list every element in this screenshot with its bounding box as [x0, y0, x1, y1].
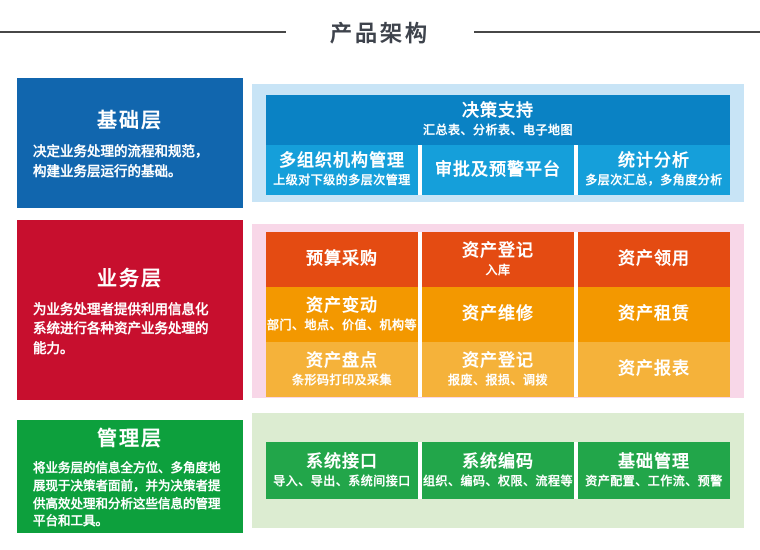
module-label: 预算采购 — [306, 249, 378, 269]
management-layer-title: 管理层 — [97, 428, 163, 450]
module-sublabel: 导入、导出、系统间接口 — [273, 473, 411, 488]
foundation-row: 多组织机构管理 上级对下级的多层次管理 审批及预警平台 统计分析 多层次汇总，多… — [266, 145, 730, 195]
module-label: 统计分析 — [618, 151, 690, 170]
module-label: 资产租赁 — [618, 304, 690, 324]
module-label: 基础管理 — [618, 451, 690, 471]
module-asset-requisition: 资产领用 — [578, 232, 730, 287]
page-title: 产品架构 — [330, 21, 431, 46]
module-label: 资产领用 — [618, 249, 690, 269]
module-label: 资产登记 — [462, 240, 534, 260]
module-sublabel: 条形码打印及采集 — [291, 372, 392, 387]
module-label: 资产登记 — [462, 350, 534, 370]
management-layer-box: 管理层 将业务层的信息全方位、多角度地 展现于决策者面前，并为决策者提 供高效处… — [17, 420, 243, 533]
management-panel: 系统接口 导入、导出、系统间接口 系统编码 组织、编码、权限、流程等 基础管理 … — [252, 413, 744, 528]
module-sublabel: 多层次汇总，多角度分析 — [585, 173, 723, 188]
module-label: 多组织机构管理 — [279, 151, 405, 170]
module-label: 资产变动 — [306, 295, 378, 315]
business-row-1: 预算采购 资产登记 入库 资产领用 — [266, 232, 730, 287]
header: 产品架构 — [0, 18, 760, 46]
foundation-grid: 决策支持 汇总表、分析表、电子地图 多组织机构管理 上级对下级的多层次管理 审批… — [266, 95, 730, 195]
module-asset-inventory: 资产盘点 条形码打印及采集 — [266, 342, 418, 397]
module-asset-registration-inbound: 资产登记 入库 — [422, 232, 574, 287]
business-row-3: 资产盘点 条形码打印及采集 资产登记 报废、报损、调拨 资产报表 — [266, 342, 730, 397]
business-layer-box: 业务层 为业务处理者提供利用信息化 系统进行各种资产业务处理的 能力。 — [17, 220, 243, 400]
module-label: 系统编码 — [462, 451, 534, 471]
module-sublabel: 资产配置、工作流、预警 — [585, 473, 723, 488]
header-rule-left — [0, 31, 286, 33]
module-label: 资产报表 — [618, 359, 690, 379]
module-approval-warning-platform: 审批及预警平台 — [422, 145, 574, 195]
business-row-2: 资产变动 部门、地点、价值、机构等 资产维修 资产租赁 — [266, 287, 730, 342]
module-sublabel: 上级对下级的多层次管理 — [273, 173, 411, 188]
module-statistical-analysis: 统计分析 多层次汇总，多角度分析 — [578, 145, 730, 195]
business-panel: 预算采购 资产登记 入库 资产领用 资产变动 部门、地点、价值、机构等 — [252, 224, 744, 398]
module-system-interface: 系统接口 导入、导出、系统间接口 — [266, 442, 418, 499]
module-label: 资产盘点 — [306, 350, 378, 370]
module-asset-maintenance: 资产维修 — [422, 287, 574, 342]
business-grid: 预算采购 资产登记 入库 资产领用 资产变动 部门、地点、价值、机构等 — [266, 232, 730, 397]
management-grid: 系统接口 导入、导出、系统间接口 系统编码 组织、编码、权限、流程等 基础管理 … — [266, 442, 730, 499]
management-row: 系统接口 导入、导出、系统间接口 系统编码 组织、编码、权限、流程等 基础管理 … — [266, 442, 730, 499]
module-budget-procurement: 预算采购 — [266, 232, 418, 287]
module-label: 系统接口 — [306, 451, 378, 471]
module-asset-change: 资产变动 部门、地点、价值、机构等 — [266, 287, 418, 342]
module-basic-management: 基础管理 资产配置、工作流、预警 — [578, 442, 730, 499]
business-layer-description: 为业务处理者提供利用信息化 系统进行各种资产业务处理的 能力。 — [33, 301, 209, 356]
module-asset-registration-disposal: 资产登记 报废、报损、调拨 — [422, 342, 574, 397]
module-sublabel: 报废、报损、调拨 — [447, 372, 548, 387]
header-rule-right — [474, 31, 760, 33]
module-sublabel: 入库 — [485, 262, 511, 277]
module-sublabel: 部门、地点、价值、机构等 — [266, 317, 417, 332]
module-asset-leasing: 资产租赁 — [578, 287, 730, 342]
foundation-layer-title: 基础层 — [97, 110, 163, 133]
module-sublabel: 组织、编码、权限、流程等 — [422, 473, 573, 488]
foundation-layer-description: 决定业务处理的流程和规范， 构建业务层运行的基础。 — [33, 144, 209, 179]
module-sublabel: 汇总表、分析表、电子地图 — [422, 123, 573, 138]
management-layer-description: 将业务层的信息全方位、多角度地 展现于决策者面前，并为决策者提 供高效处理和分析… — [33, 461, 221, 529]
foundation-layer-box: 基础层 决定业务处理的流程和规范， 构建业务层运行的基础。 — [17, 78, 243, 208]
module-decision-support: 决策支持 汇总表、分析表、电子地图 — [266, 95, 730, 145]
module-label: 资产维修 — [462, 304, 534, 324]
business-layer-title: 业务层 — [97, 267, 163, 290]
module-label: 审批及预警平台 — [435, 159, 561, 179]
module-asset-reports: 资产报表 — [578, 342, 730, 397]
module-multi-org-management: 多组织机构管理 上级对下级的多层次管理 — [266, 145, 418, 195]
foundation-panel: 决策支持 汇总表、分析表、电子地图 多组织机构管理 上级对下级的多层次管理 审批… — [252, 84, 744, 202]
module-system-coding: 系统编码 组织、编码、权限、流程等 — [422, 442, 574, 499]
module-label: 决策支持 — [462, 101, 534, 120]
